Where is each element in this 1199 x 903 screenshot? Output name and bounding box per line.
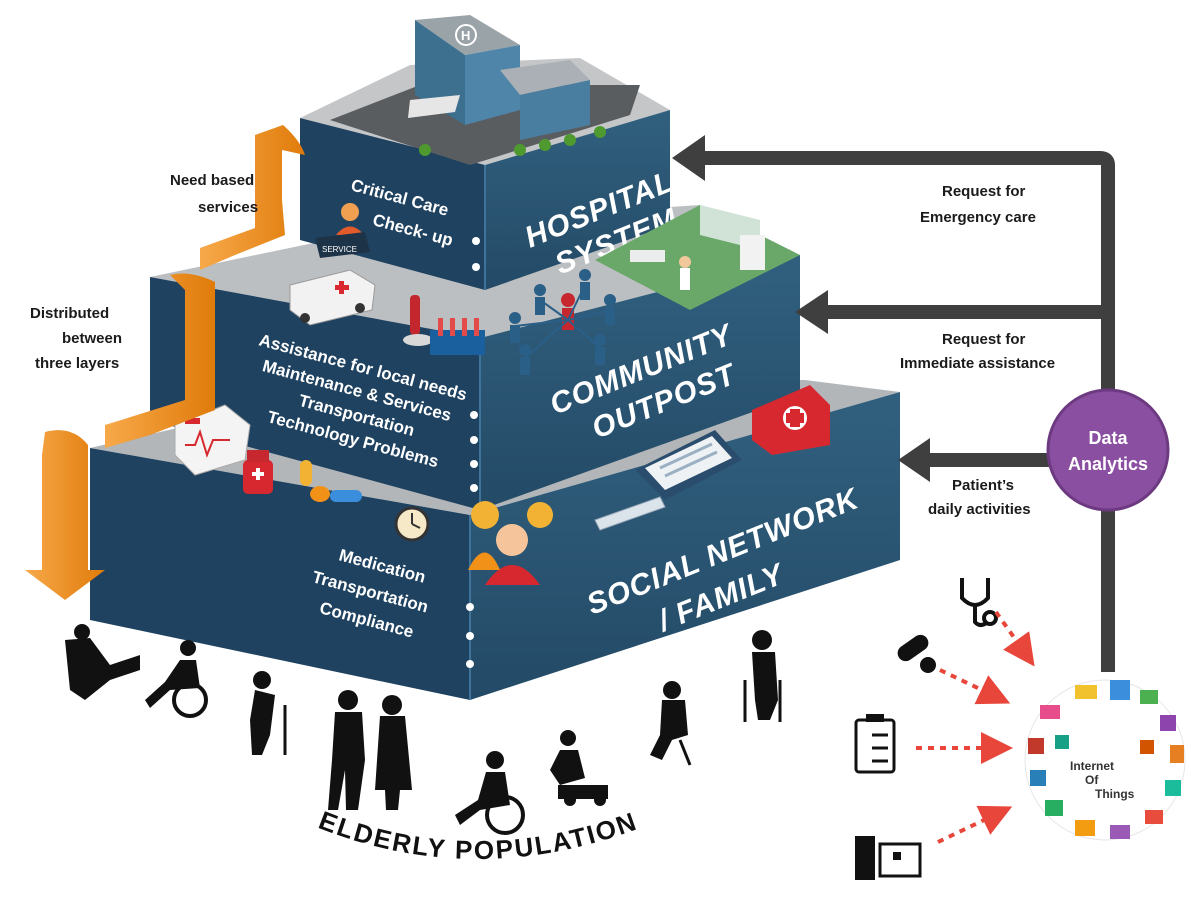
iot-line-3: Things bbox=[1095, 787, 1135, 801]
gray-feedback-arrows bbox=[700, 151, 1115, 672]
iot-cluster: Internet Of Things bbox=[1024, 679, 1186, 841]
clinic-room-icon bbox=[595, 205, 800, 310]
people-network-icon bbox=[509, 269, 616, 375]
arrow-emergency-line bbox=[700, 151, 1115, 672]
hospital-building-icon: H bbox=[330, 15, 640, 165]
emergency-label: Request for Emergency care bbox=[920, 183, 1036, 226]
checklist-icon bbox=[854, 714, 896, 774]
immediate-label: Request for Immediate assistance bbox=[900, 331, 1055, 372]
daily-label-line-2: daily activities bbox=[928, 501, 1031, 518]
blood-pressure-icon bbox=[855, 836, 922, 880]
elderly-silhouettes bbox=[65, 624, 782, 835]
analytics-circle bbox=[1046, 388, 1170, 512]
stethoscope-icon bbox=[960, 578, 998, 627]
bullet-dot bbox=[470, 436, 478, 444]
distributed-line-3: three layers bbox=[35, 355, 119, 372]
bullet-dot bbox=[472, 263, 480, 271]
alarm-clock-icon bbox=[394, 506, 430, 542]
daily-label: Patient’s daily activities bbox=[928, 477, 1031, 518]
orange-arrow-bottom bbox=[25, 430, 105, 600]
thermometer-icon bbox=[594, 496, 666, 531]
iot-device-icons bbox=[1028, 680, 1184, 839]
bullet-dot bbox=[470, 460, 478, 468]
bullet-dot bbox=[470, 484, 478, 492]
distributed-label: Distributed between three layers bbox=[30, 305, 122, 372]
heart-monitor-icon bbox=[174, 404, 251, 476]
analytics-line-2: Analytics bbox=[1068, 454, 1148, 474]
analytics-line-1: Data bbox=[1088, 428, 1128, 448]
elderly-couple-icon bbox=[328, 690, 412, 810]
pill-icon-sensor bbox=[897, 634, 936, 673]
medicine-bottle-icon bbox=[243, 450, 273, 494]
need-based-label: Need based services bbox=[170, 172, 258, 216]
daily-label-line-1: Patient’s bbox=[952, 477, 1014, 494]
svg-text:SERVICE: SERVICE bbox=[322, 245, 357, 254]
bullet-dot bbox=[466, 603, 474, 611]
data-analytics-node: Data Analytics bbox=[1046, 388, 1170, 512]
iot-line-1: Internet bbox=[1070, 759, 1114, 773]
elderly-population-text: ELDERLY POPULATION bbox=[315, 805, 640, 865]
orange-arrow-middle bbox=[105, 273, 215, 448]
ambulance-icon bbox=[289, 269, 376, 326]
distributed-line-1: Distributed bbox=[30, 305, 109, 322]
person-walker-icon bbox=[743, 630, 782, 722]
bullet-dot bbox=[466, 660, 474, 668]
tier-community-right-face bbox=[480, 255, 800, 510]
elderly-population-label: ELDERLY POPULATION bbox=[315, 805, 642, 865]
family-icon bbox=[468, 501, 553, 585]
medical-chart-icon bbox=[635, 430, 742, 500]
arrow-immediate-head bbox=[795, 290, 828, 334]
arrow-emergency-head bbox=[672, 135, 705, 181]
bullet-dot bbox=[466, 632, 474, 640]
person-power-chair-icon bbox=[550, 730, 608, 806]
tier-community-left-face bbox=[150, 277, 480, 510]
service-desk-icon: SERVICE bbox=[315, 203, 370, 258]
need-based-line-1: Need based bbox=[170, 172, 254, 189]
first-aid-kit-icon bbox=[752, 385, 830, 455]
emergency-label-line-2: Emergency care bbox=[920, 209, 1036, 226]
iot-line-2: Of bbox=[1085, 773, 1099, 787]
arrow-daily-head bbox=[898, 438, 930, 482]
need-based-line-2: services bbox=[198, 199, 258, 216]
person-cane-icon bbox=[250, 671, 287, 755]
person-rollator-icon bbox=[650, 681, 692, 766]
person-wheelchair-2-icon bbox=[455, 751, 525, 835]
person-wheelchair-icon bbox=[145, 640, 208, 718]
emergency-label-line-1: Request for bbox=[942, 183, 1026, 200]
lab-equipment-icon bbox=[403, 295, 485, 355]
iot-input-arrows bbox=[916, 610, 1035, 844]
immediate-label-line-2: Immediate assistance bbox=[900, 355, 1055, 372]
svg-text:H: H bbox=[461, 28, 470, 43]
bullet-dot bbox=[472, 237, 480, 245]
person-recliner-icon bbox=[65, 624, 140, 700]
bullet-dot bbox=[470, 411, 478, 419]
immediate-label-line-1: Request for bbox=[942, 331, 1026, 348]
tier-hospital-right-face bbox=[485, 110, 670, 290]
orange-arrow-top bbox=[200, 125, 305, 270]
pills-icon bbox=[300, 460, 362, 502]
tier-social-left-face bbox=[90, 448, 470, 700]
orange-flow-arrows bbox=[25, 125, 305, 600]
tier-social-right-face bbox=[470, 392, 900, 700]
distributed-line-2: between bbox=[62, 330, 122, 347]
